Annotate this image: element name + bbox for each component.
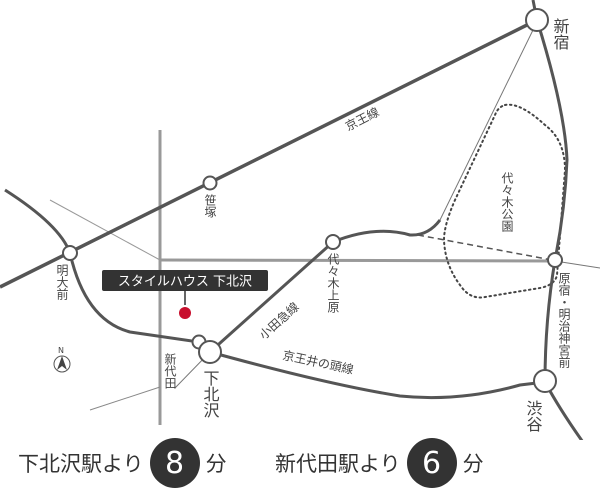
road-horizontal: [159, 258, 556, 263]
access-shimokitazawa: 下北沢駅より 8 分: [18, 438, 227, 488]
label-shindaita: 新代田: [163, 352, 177, 389]
access-unit: 分: [462, 452, 484, 476]
property-label: スタイルハウス 下北沢: [118, 275, 252, 290]
odakyu-line-thin: [439, 29, 534, 221]
station-shibuya[interactable]: [533, 369, 557, 393]
station-harajuku[interactable]: [547, 252, 563, 268]
access-unit: 分: [205, 452, 227, 476]
access-minutes: 6: [406, 438, 457, 488]
dashed-line: [417, 234, 553, 261]
station-yoyogi-uehara[interactable]: [325, 234, 341, 250]
property-marker[interactable]: [179, 307, 191, 319]
label-shibuya: 渋谷: [524, 400, 543, 432]
label-yoyogi-uehara: 代々木上原: [326, 253, 340, 313]
station-shimokitazawa[interactable]: [198, 340, 222, 364]
station-sasazuka[interactable]: [202, 175, 218, 191]
label-shinjuku: 新宿: [551, 18, 570, 50]
label-park: 代々木公園: [500, 172, 514, 232]
access-station: 新代田駅より: [275, 452, 401, 476]
inokashira-line: [4, 188, 546, 400]
access-station: 下北沢駅より: [18, 452, 144, 476]
station-meidaimae[interactable]: [62, 245, 78, 261]
property-label-box: [102, 270, 268, 291]
route-map: 新宿 笹塚 明大前 代々木上原 原宿・明治神宮前 渋谷 新代田 下北沢 代々木公…: [0, 0, 600, 440]
road-southwest: [89, 386, 161, 411]
label-harajuku: 原宿・明治神宮前: [557, 272, 571, 368]
label-sasazuka: 笹塚: [203, 194, 217, 218]
access-shindaita: 新代田駅より 6 分: [275, 438, 484, 488]
svg-text:N: N: [58, 346, 64, 355]
label-meidaimae: 明大前: [55, 264, 69, 300]
keio-line: [0, 18, 538, 289]
odakyu-line: [209, 219, 442, 354]
station-shinjuku[interactable]: [525, 8, 549, 32]
access-minutes: 8: [149, 438, 200, 488]
park-outline: [442, 103, 567, 299]
label-shimokitazawa: 下北沢: [201, 370, 220, 418]
road-diagonal: [49, 199, 161, 261]
north-arrow-icon: N: [53, 346, 71, 373]
